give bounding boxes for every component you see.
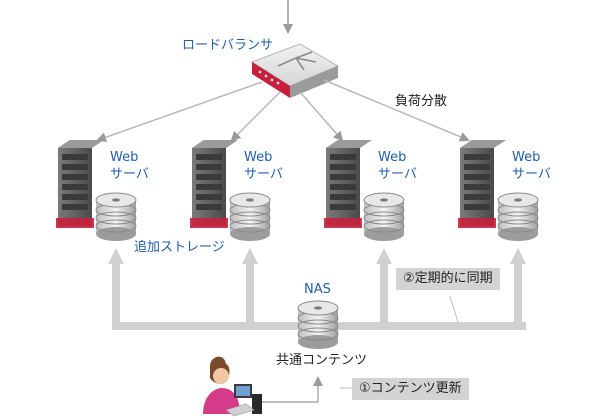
- server-label-line2: サーバ: [512, 167, 551, 182]
- server-label: Web サーバ: [512, 149, 551, 183]
- user-icon: [203, 356, 240, 414]
- additional-storage-label: 追加ストレージ: [134, 240, 225, 255]
- load-distribution-label: 負荷分散: [395, 94, 448, 109]
- nas-disk-icon: [297, 300, 339, 350]
- sync-callout-pointer: [449, 295, 459, 323]
- update-arrow: [262, 376, 323, 403]
- server-label-line1: Web: [378, 150, 407, 165]
- server-label-line2: サーバ: [378, 167, 417, 182]
- shared-contents-label: 共通コンテンツ: [276, 353, 368, 368]
- server-label-line1: Web: [512, 150, 541, 165]
- server-label: Web サーバ: [110, 149, 149, 183]
- disk-stack-icon: [497, 192, 539, 242]
- disk-stack-icon: [95, 192, 137, 242]
- disk-stack-icon: [363, 192, 405, 242]
- router-icon: [250, 43, 340, 98]
- periodic-sync-callout: ②定期的に同期: [396, 268, 500, 290]
- computer-icon: [225, 384, 262, 417]
- server-label: Web サーバ: [244, 149, 283, 183]
- load-balancer-label: ロードバランサ: [182, 38, 274, 53]
- distribution-arrows: [96, 79, 470, 143]
- server-label-line1: Web: [244, 150, 273, 165]
- server-label: Web サーバ: [378, 149, 417, 183]
- contents-update-callout: ①コンテンツ更新: [352, 378, 469, 400]
- nas-label: NAS: [304, 282, 331, 297]
- server-label-line2: サーバ: [244, 167, 283, 182]
- disk-stack-icon: [229, 192, 271, 242]
- server-label-line2: サーバ: [110, 167, 149, 182]
- server-label-line1: Web: [110, 150, 139, 165]
